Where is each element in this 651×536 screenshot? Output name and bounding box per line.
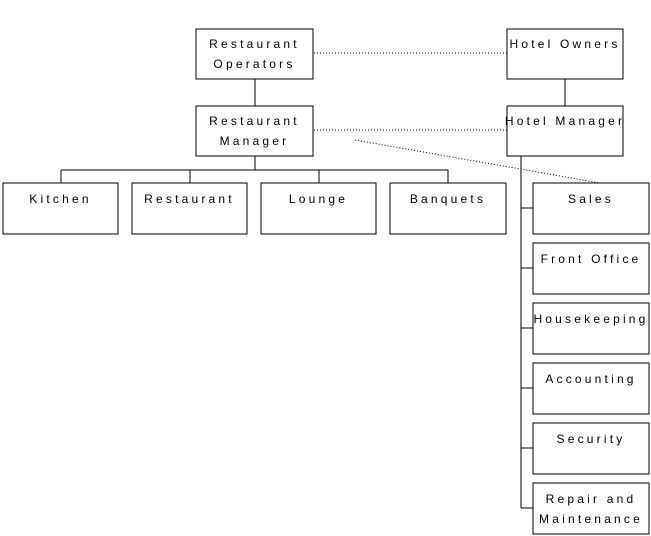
sales-node: Sales	[532, 182, 650, 235]
restaurant-operators-label-line2: Operators	[213, 57, 295, 71]
hotel-owners-label: Hotel Owners	[509, 37, 620, 51]
hotel-manager-label: Hotel Manager	[505, 114, 625, 128]
housekeeping-node: Housekeeping	[532, 302, 650, 355]
accounting-node: Accounting	[532, 362, 650, 415]
restaurant-node: Restaurant	[131, 182, 248, 235]
security-node: Security	[532, 422, 650, 475]
restaurant-operators-label-line1: Restaurant	[209, 37, 300, 51]
sales-label: Sales	[568, 192, 614, 206]
security-label: Security	[557, 432, 626, 446]
restaurant-manager-label-line1: Restaurant	[209, 114, 300, 128]
restaurant-label: Restaurant	[144, 192, 235, 206]
restaurant-manager-label-line2: Manager	[220, 134, 290, 148]
accounting-label: Accounting	[545, 372, 636, 386]
banquets-node: Banquets	[389, 182, 507, 235]
housekeeping-label: Housekeeping	[533, 312, 648, 326]
hotel-manager-node: Hotel Manager	[505, 105, 625, 157]
kitchen-label: Kitchen	[29, 192, 91, 206]
kitchen-node: Kitchen	[2, 182, 119, 235]
lounge-label: Lounge	[289, 192, 348, 206]
restaurant-manager-node: Restaurant Manager	[195, 105, 314, 157]
repair-maintenance-label-line1: Repair and	[546, 492, 637, 506]
restaurant-manager-sales-dotted-link	[354, 139, 601, 184]
front-office-node: Front Office	[532, 242, 650, 295]
restaurant-operators-node: Restaurant Operators	[195, 28, 314, 80]
banquets-label: Banquets	[410, 192, 486, 206]
hotel-owners-node: Hotel Owners	[506, 28, 624, 80]
repair-maintenance-label-line2: Maintenance	[539, 512, 643, 526]
repair-maintenance-node: Repair and Maintenance	[532, 482, 650, 535]
front-office-label: Front Office	[541, 252, 642, 266]
lounge-node: Lounge	[260, 182, 377, 235]
